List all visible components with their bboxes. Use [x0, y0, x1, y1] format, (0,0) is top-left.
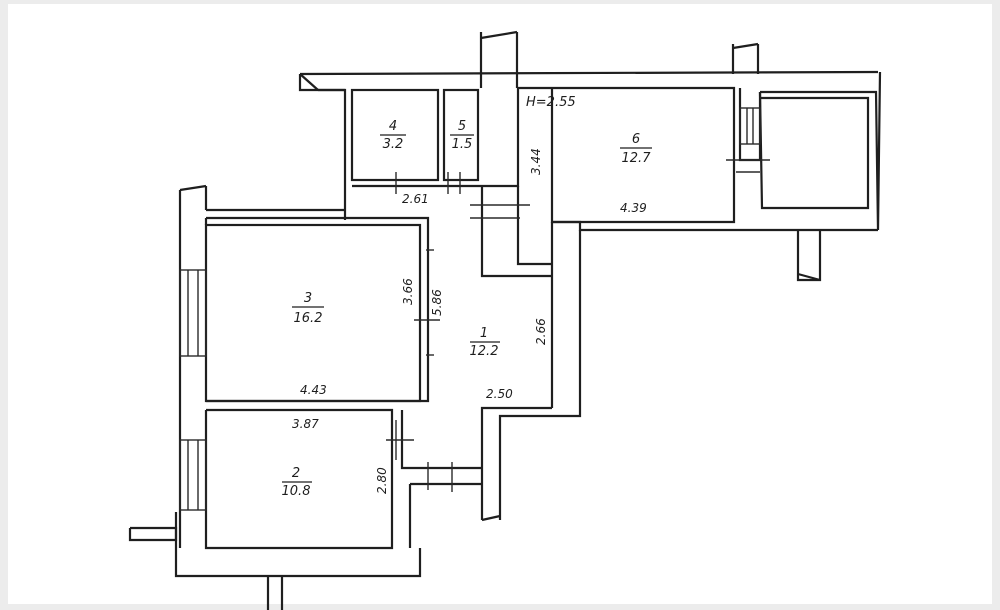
dimension-labels: 3.44 2.61 4.39 3.66 5.86 2.66 4.43 2.50 …	[292, 148, 647, 494]
room-5-number: 5	[458, 119, 466, 134]
door-marks	[386, 159, 770, 492]
dim-250: 2.50	[486, 387, 513, 401]
dim-280: 2.80	[375, 467, 389, 494]
room-2-area: 10.8	[282, 484, 311, 499]
room-label-3: 3 16.2	[292, 291, 324, 326]
room-1-area: 12.2	[470, 344, 499, 359]
room-6-area: 12.7	[622, 151, 652, 166]
room-3-number: 3	[304, 291, 312, 306]
room-4-area: 3.2	[383, 137, 404, 152]
room-5-area: 1.5	[452, 137, 473, 152]
ceiling-height-label: H=2.55	[526, 95, 576, 110]
room-1-number: 1	[480, 326, 488, 341]
room-4-number: 4	[389, 119, 397, 134]
dim-443: 4.43	[300, 383, 327, 397]
room-label-6: 6 12.7	[620, 132, 652, 166]
room-6-number: 6	[632, 132, 640, 147]
dim-261: 2.61	[402, 192, 429, 206]
room-label-2: 2 10.8	[282, 466, 312, 499]
windows	[179, 107, 761, 511]
room-2-number: 2	[292, 466, 300, 481]
dim-586: 5.86	[430, 289, 444, 316]
rooms-4-5-walls	[345, 88, 552, 278]
room-2-walls	[204, 225, 482, 550]
dim-344: 3.44	[529, 148, 543, 175]
room-label-4: 4 3.2	[380, 119, 406, 152]
dim-366: 3.66	[401, 278, 415, 305]
room-label-1: 1 12.2	[470, 326, 500, 359]
dim-266: 2.66	[534, 318, 548, 345]
room-label-5: 5 1.5	[450, 119, 474, 152]
room-3-area: 16.2	[294, 311, 323, 326]
dim-387: 3.87	[292, 417, 319, 431]
dim-439: 4.39	[620, 201, 647, 215]
